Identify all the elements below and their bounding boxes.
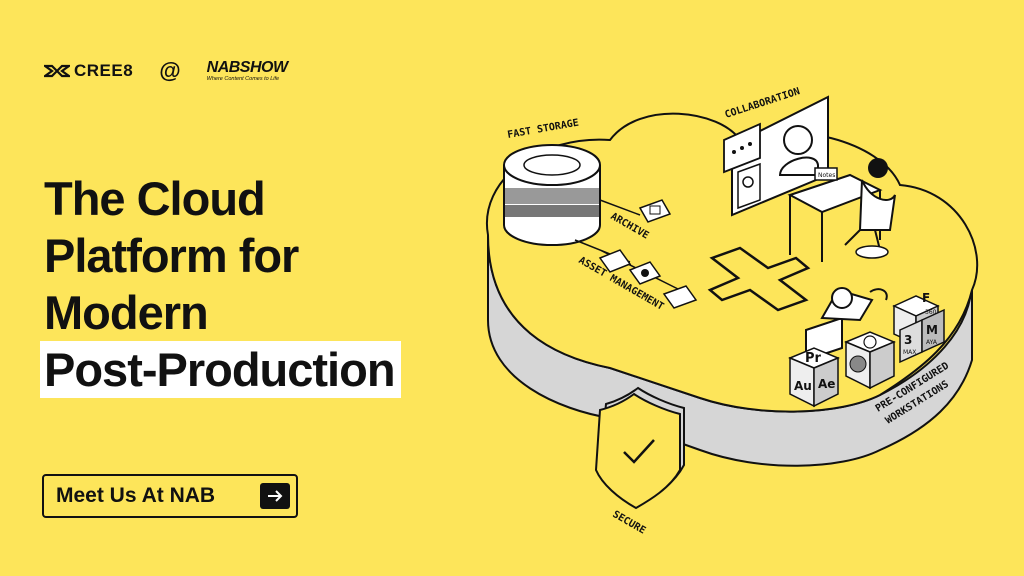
- svg-text:AYA: AYA: [926, 339, 938, 346]
- svg-text:M: M: [926, 323, 938, 337]
- cta-label: Meet Us At NAB: [56, 484, 216, 507]
- cree8-3d-logo: [707, 246, 811, 312]
- header-brand: CREE8 @ NABSHOW Where Content Comes to L…: [44, 58, 288, 84]
- secure-label: SECURE: [611, 509, 648, 537]
- app-tile-pr: Pr Au Ae: [788, 347, 840, 408]
- at-symbol: @: [159, 58, 181, 83]
- cree8-logo[interactable]: CREE8: [44, 61, 133, 81]
- svg-text:Pr: Pr: [805, 351, 822, 366]
- svg-text:Au: Au: [794, 379, 812, 393]
- collaboration-icon: [723, 95, 829, 217]
- cree8-wordmark: CREE8: [74, 61, 134, 80]
- headline-line-3: Modern: [44, 286, 209, 339]
- headline-line-1: The Cloud: [44, 172, 266, 225]
- nabshow-logo[interactable]: NABSHOW Where Content Comes to Life: [206, 58, 288, 83]
- video-caption: Notes: [818, 172, 835, 179]
- headline-line-2: Platform for: [44, 229, 299, 282]
- fast-storage-icon: [503, 144, 601, 246]
- nabshow-tagline: Where Content Comes to Life: [206, 75, 280, 82]
- fast-storage-label: FAST STORAGE: [507, 118, 580, 141]
- svg-text:3: 3: [904, 333, 912, 347]
- nabshow-wordmark: NABSHOW: [206, 58, 288, 76]
- svg-text:Ae: Ae: [818, 377, 835, 391]
- app-tile-maya: M AYA: [921, 308, 945, 354]
- app-tile-resolve: [844, 331, 896, 390]
- archive-icon: [638, 199, 672, 223]
- workstation-app-tiles: F 360 3 MAX M AYA Pr Au: [788, 291, 945, 408]
- shield-icon: [594, 386, 685, 510]
- page-headline: The Cloud Platform for Modern Post-Produ…: [40, 170, 401, 398]
- meet-us-at-nab-button[interactable]: Meet Us At NAB: [42, 474, 298, 518]
- svg-text:F: F: [922, 291, 930, 305]
- svg-text:MAX: MAX: [903, 349, 916, 356]
- svg-text:360: 360: [925, 309, 937, 316]
- person-at-desk-icon: Notes: [787, 158, 896, 262]
- cree8-logo-icon: [44, 64, 70, 78]
- headline-line-4-highlight: Post-Production: [40, 341, 401, 398]
- arrow-right-icon: [260, 483, 290, 509]
- asset-management-icon: [598, 249, 698, 309]
